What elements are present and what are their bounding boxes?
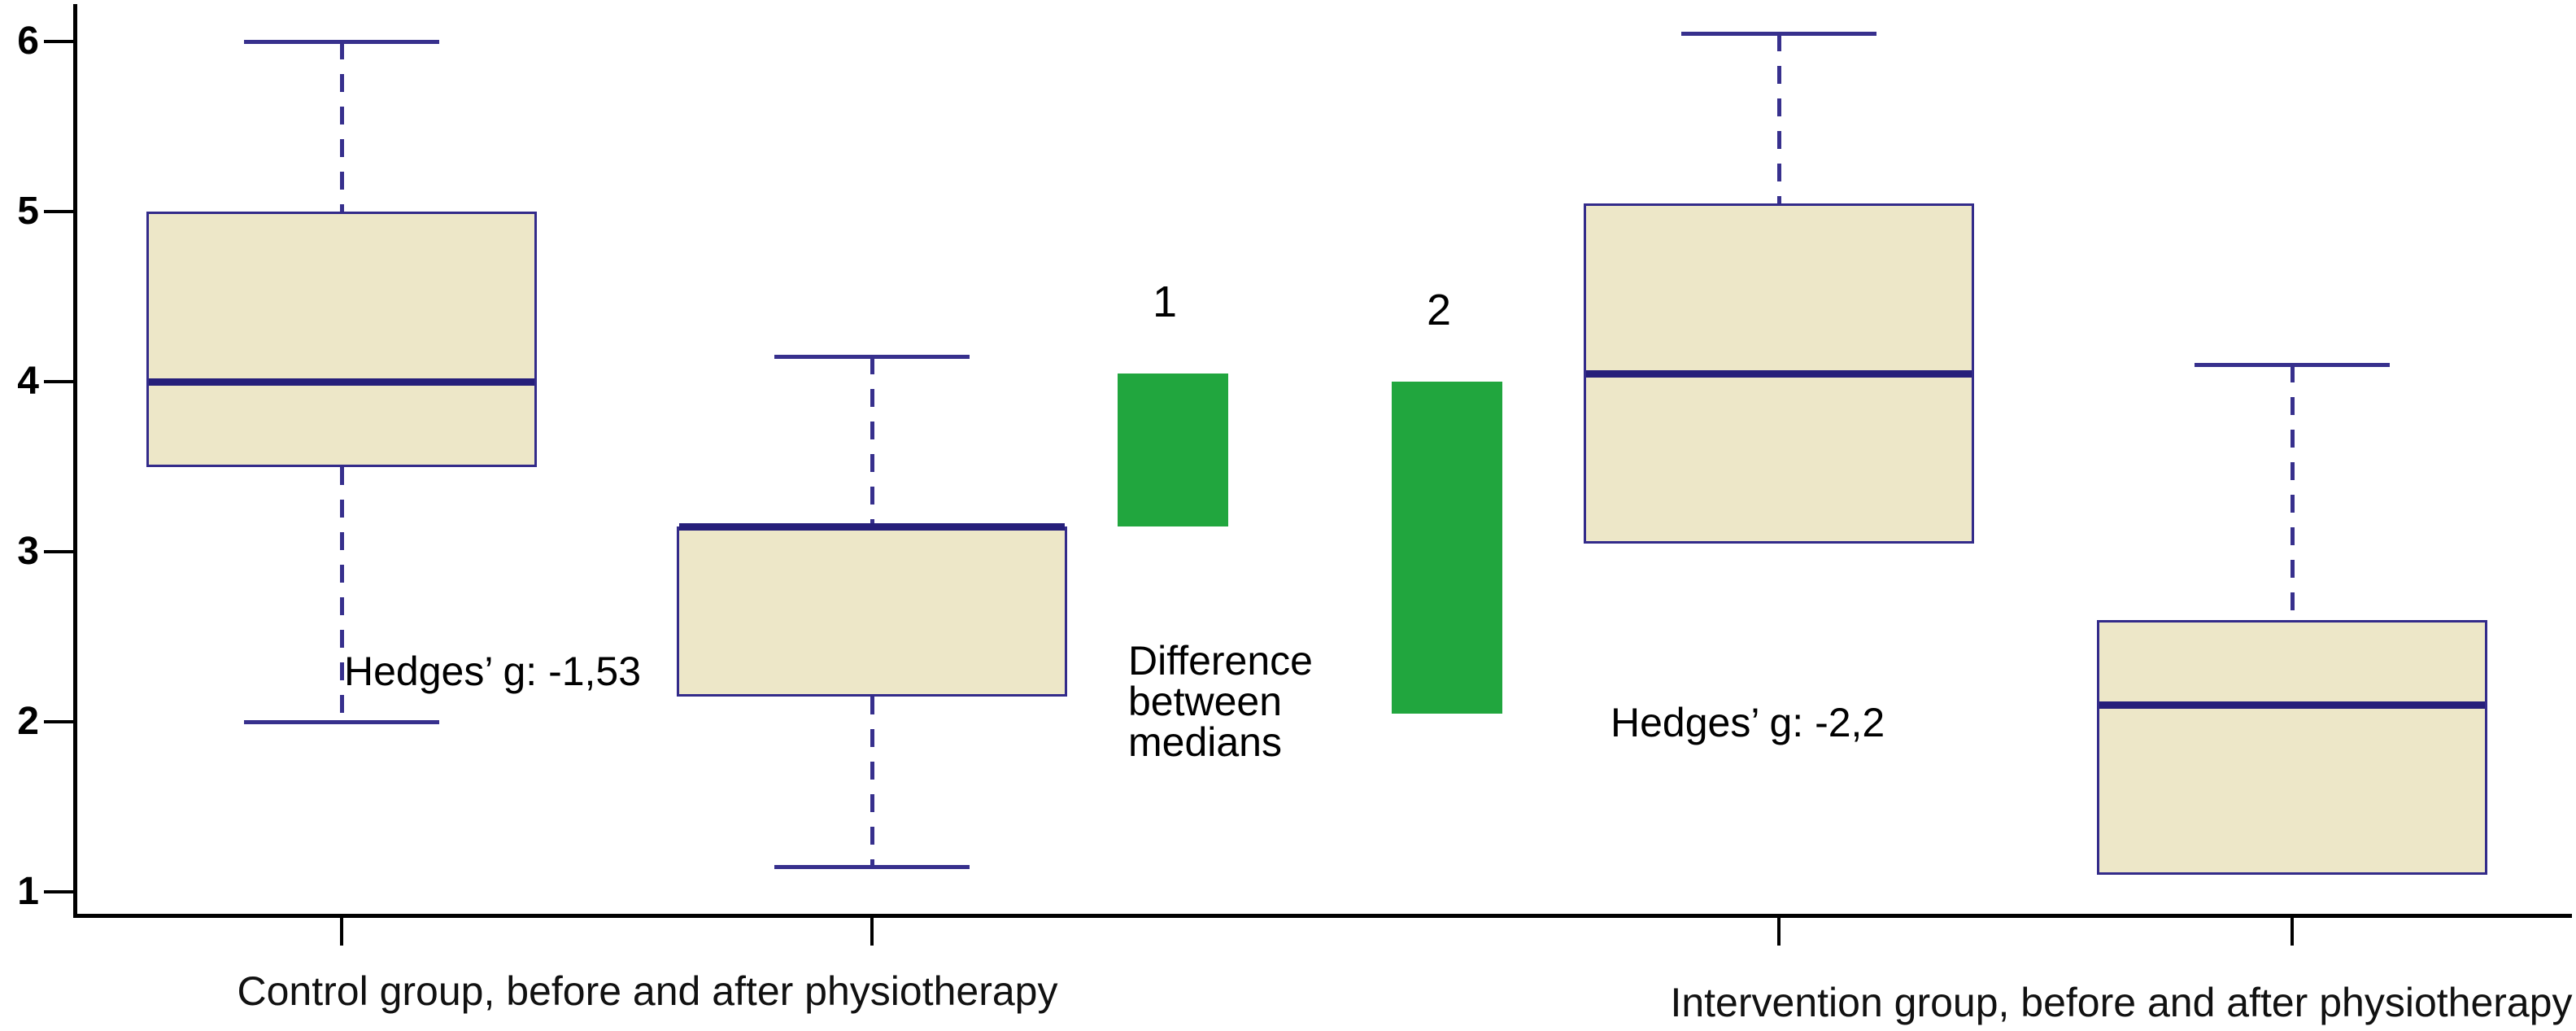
y-tick-label: 3: [17, 530, 39, 573]
lower-whisker-cap-control-after: [774, 864, 970, 869]
difference-bar-label-2: 2: [1426, 286, 1452, 334]
box-control-before: [146, 212, 537, 467]
annotation-hedges-control: Hedges’ g: -1,53: [344, 649, 642, 694]
x-tick-mark-control-after: [870, 918, 874, 946]
y-tick-mark: [44, 720, 73, 723]
median-control-before: [149, 378, 534, 386]
y-tick-mark: [44, 40, 73, 43]
x-axis-group-label-0: Control group, before and after physioth…: [237, 968, 1058, 1014]
y-tick-mark: [44, 890, 73, 893]
box-intervention-after: [2097, 619, 2487, 876]
x-tick-mark-intervention-before: [1777, 918, 1781, 946]
annotation-difference-note-line: between: [1128, 679, 1283, 724]
x-axis-line: [73, 914, 2572, 918]
annotation-difference-note-line: medians: [1128, 719, 1282, 765]
median-control-after: [679, 522, 1065, 531]
lower-whisker-control-after: [870, 696, 874, 867]
y-tick-mark: [44, 550, 73, 553]
y-tick-label: 4: [17, 360, 39, 403]
x-tick-mark-control-before: [340, 918, 343, 946]
lower-whisker-cap-control-before: [244, 720, 439, 724]
x-tick-mark-intervention-after: [2291, 918, 2294, 946]
upper-whisker-cap-control-before: [244, 40, 439, 44]
upper-whisker-intervention-after: [2291, 365, 2295, 620]
upper-whisker-control-after: [870, 356, 874, 526]
upper-whisker-control-before: [340, 42, 344, 212]
difference-bar-1: [1118, 373, 1228, 526]
upper-whisker-cap-control-after: [774, 354, 970, 359]
upper-whisker-intervention-before: [1777, 33, 1781, 203]
y-tick-mark: [44, 210, 73, 213]
median-intervention-before: [1586, 369, 1972, 378]
y-tick-label: 1: [17, 870, 39, 913]
upper-whisker-cap-intervention-after: [2195, 363, 2390, 368]
annotation-difference-note-line: Difference: [1128, 638, 1313, 684]
difference-bar-label-1: 1: [1152, 277, 1178, 326]
difference-bar-2: [1392, 382, 1502, 714]
upper-whisker-cap-intervention-before: [1681, 31, 1876, 36]
x-axis-group-label-1: Intervention group, before and after phy…: [1670, 980, 2573, 1025]
y-tick-label: 2: [17, 700, 39, 743]
median-intervention-after: [2099, 701, 2485, 710]
y-axis-line: [73, 4, 77, 918]
box-control-after: [677, 526, 1067, 697]
y-tick-label: 5: [17, 190, 39, 233]
y-tick-mark: [44, 380, 73, 383]
annotation-hedges-intervention: Hedges’ g: -2,2: [1611, 700, 1885, 745]
lower-whisker-control-before: [340, 466, 344, 722]
y-tick-label: 6: [17, 20, 39, 63]
